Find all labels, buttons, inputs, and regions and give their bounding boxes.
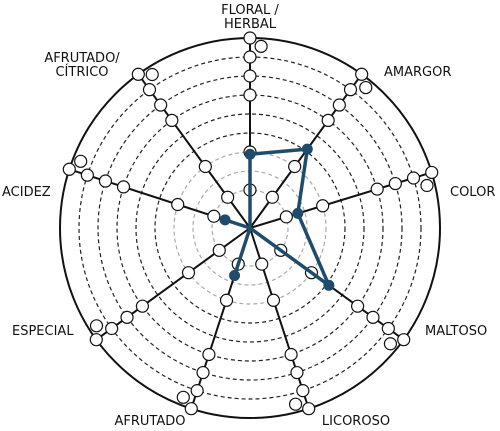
grid-node: [176, 390, 190, 404]
grid-node: [370, 182, 384, 196]
grid-node: [243, 31, 257, 45]
grid-node: [62, 162, 76, 176]
grid-node: [198, 159, 212, 174]
data-point: [323, 279, 335, 291]
axis-label: ACIDEZ: [2, 185, 51, 200]
axis-label: LICOROSO: [322, 414, 390, 429]
grid-node: [343, 83, 358, 97]
grid-node: [383, 337, 398, 351]
data-point: [244, 148, 256, 160]
grid-node: [165, 113, 179, 128]
grid-node: [89, 333, 103, 347]
grid-node: [181, 266, 196, 280]
series-line: [223, 147, 331, 288]
grid-node: [321, 113, 335, 128]
axis-label: COLOR: [450, 185, 495, 200]
axis-label: AFRUTADO/CÍTRICO: [44, 51, 120, 80]
grid-node: [296, 384, 310, 398]
grid-node: [397, 333, 411, 347]
data-point: [229, 270, 241, 282]
grid-node: [381, 321, 395, 336]
data-point: [301, 143, 313, 155]
grid-node: [196, 365, 210, 380]
grid-node: [190, 384, 204, 398]
grid-ring: [154, 132, 346, 324]
grid-node: [359, 80, 373, 95]
grid-node: [145, 67, 159, 82]
grid-node: [302, 402, 316, 416]
grid-node: [221, 190, 235, 204]
grid-node: [266, 293, 281, 307]
grid-node: [243, 50, 257, 64]
grid-node: [290, 365, 304, 380]
grid-node: [420, 178, 434, 193]
axis-spoke: [137, 73, 251, 229]
grid-node: [98, 174, 113, 188]
grid-node: [80, 168, 94, 182]
grid-node: [406, 171, 421, 185]
grid-node: [316, 199, 330, 213]
axis-spokes: [62, 31, 439, 416]
grid-node: [105, 321, 119, 336]
grid-node: [207, 209, 221, 223]
grid-node: [279, 210, 293, 224]
axis-label: AFRUTADO: [115, 414, 186, 429]
grid-node: [212, 243, 226, 257]
data-point: [292, 207, 304, 219]
axis-label: ESPECIAL: [12, 324, 74, 339]
grid-node: [74, 154, 88, 168]
axis-label: FLORAL /HERBAL: [221, 3, 279, 32]
data-point: [219, 214, 231, 226]
grid-node: [332, 98, 346, 112]
grid-node: [89, 319, 104, 333]
grid-node: [254, 39, 268, 53]
series-layer: [219, 143, 335, 291]
grid-node: [120, 310, 134, 324]
grid-node: [255, 257, 269, 271]
axis-spoke: [95, 227, 251, 341]
grid-node: [142, 83, 157, 97]
grid-node: [116, 180, 131, 194]
axis-label: AMARGOR: [384, 65, 451, 80]
grid-node: [425, 165, 439, 180]
grid-node: [243, 88, 257, 102]
axis-labels: FLORAL /HERBAL AMARGOR COLOR MALTOSO LICOROS…: [2, 3, 495, 429]
grid-node: [355, 67, 369, 81]
grid-node: [350, 299, 365, 313]
grid-node: [265, 190, 279, 204]
grid-node: [154, 98, 168, 112]
grid-node: [202, 347, 216, 362]
grid-node: [243, 69, 257, 83]
grid-node: [366, 310, 380, 324]
grid-node: [288, 397, 303, 411]
grid-node: [135, 299, 150, 313]
grid-node: [284, 347, 298, 362]
grid-ring: [135, 113, 365, 343]
grid-node: [219, 293, 234, 307]
grid-node: [388, 176, 402, 191]
grid-node: [131, 67, 145, 81]
grid-node: [171, 197, 185, 212]
grid-node: [288, 159, 302, 174]
axis-label: MALTOSO: [425, 324, 487, 339]
grid-node: [184, 402, 198, 416]
